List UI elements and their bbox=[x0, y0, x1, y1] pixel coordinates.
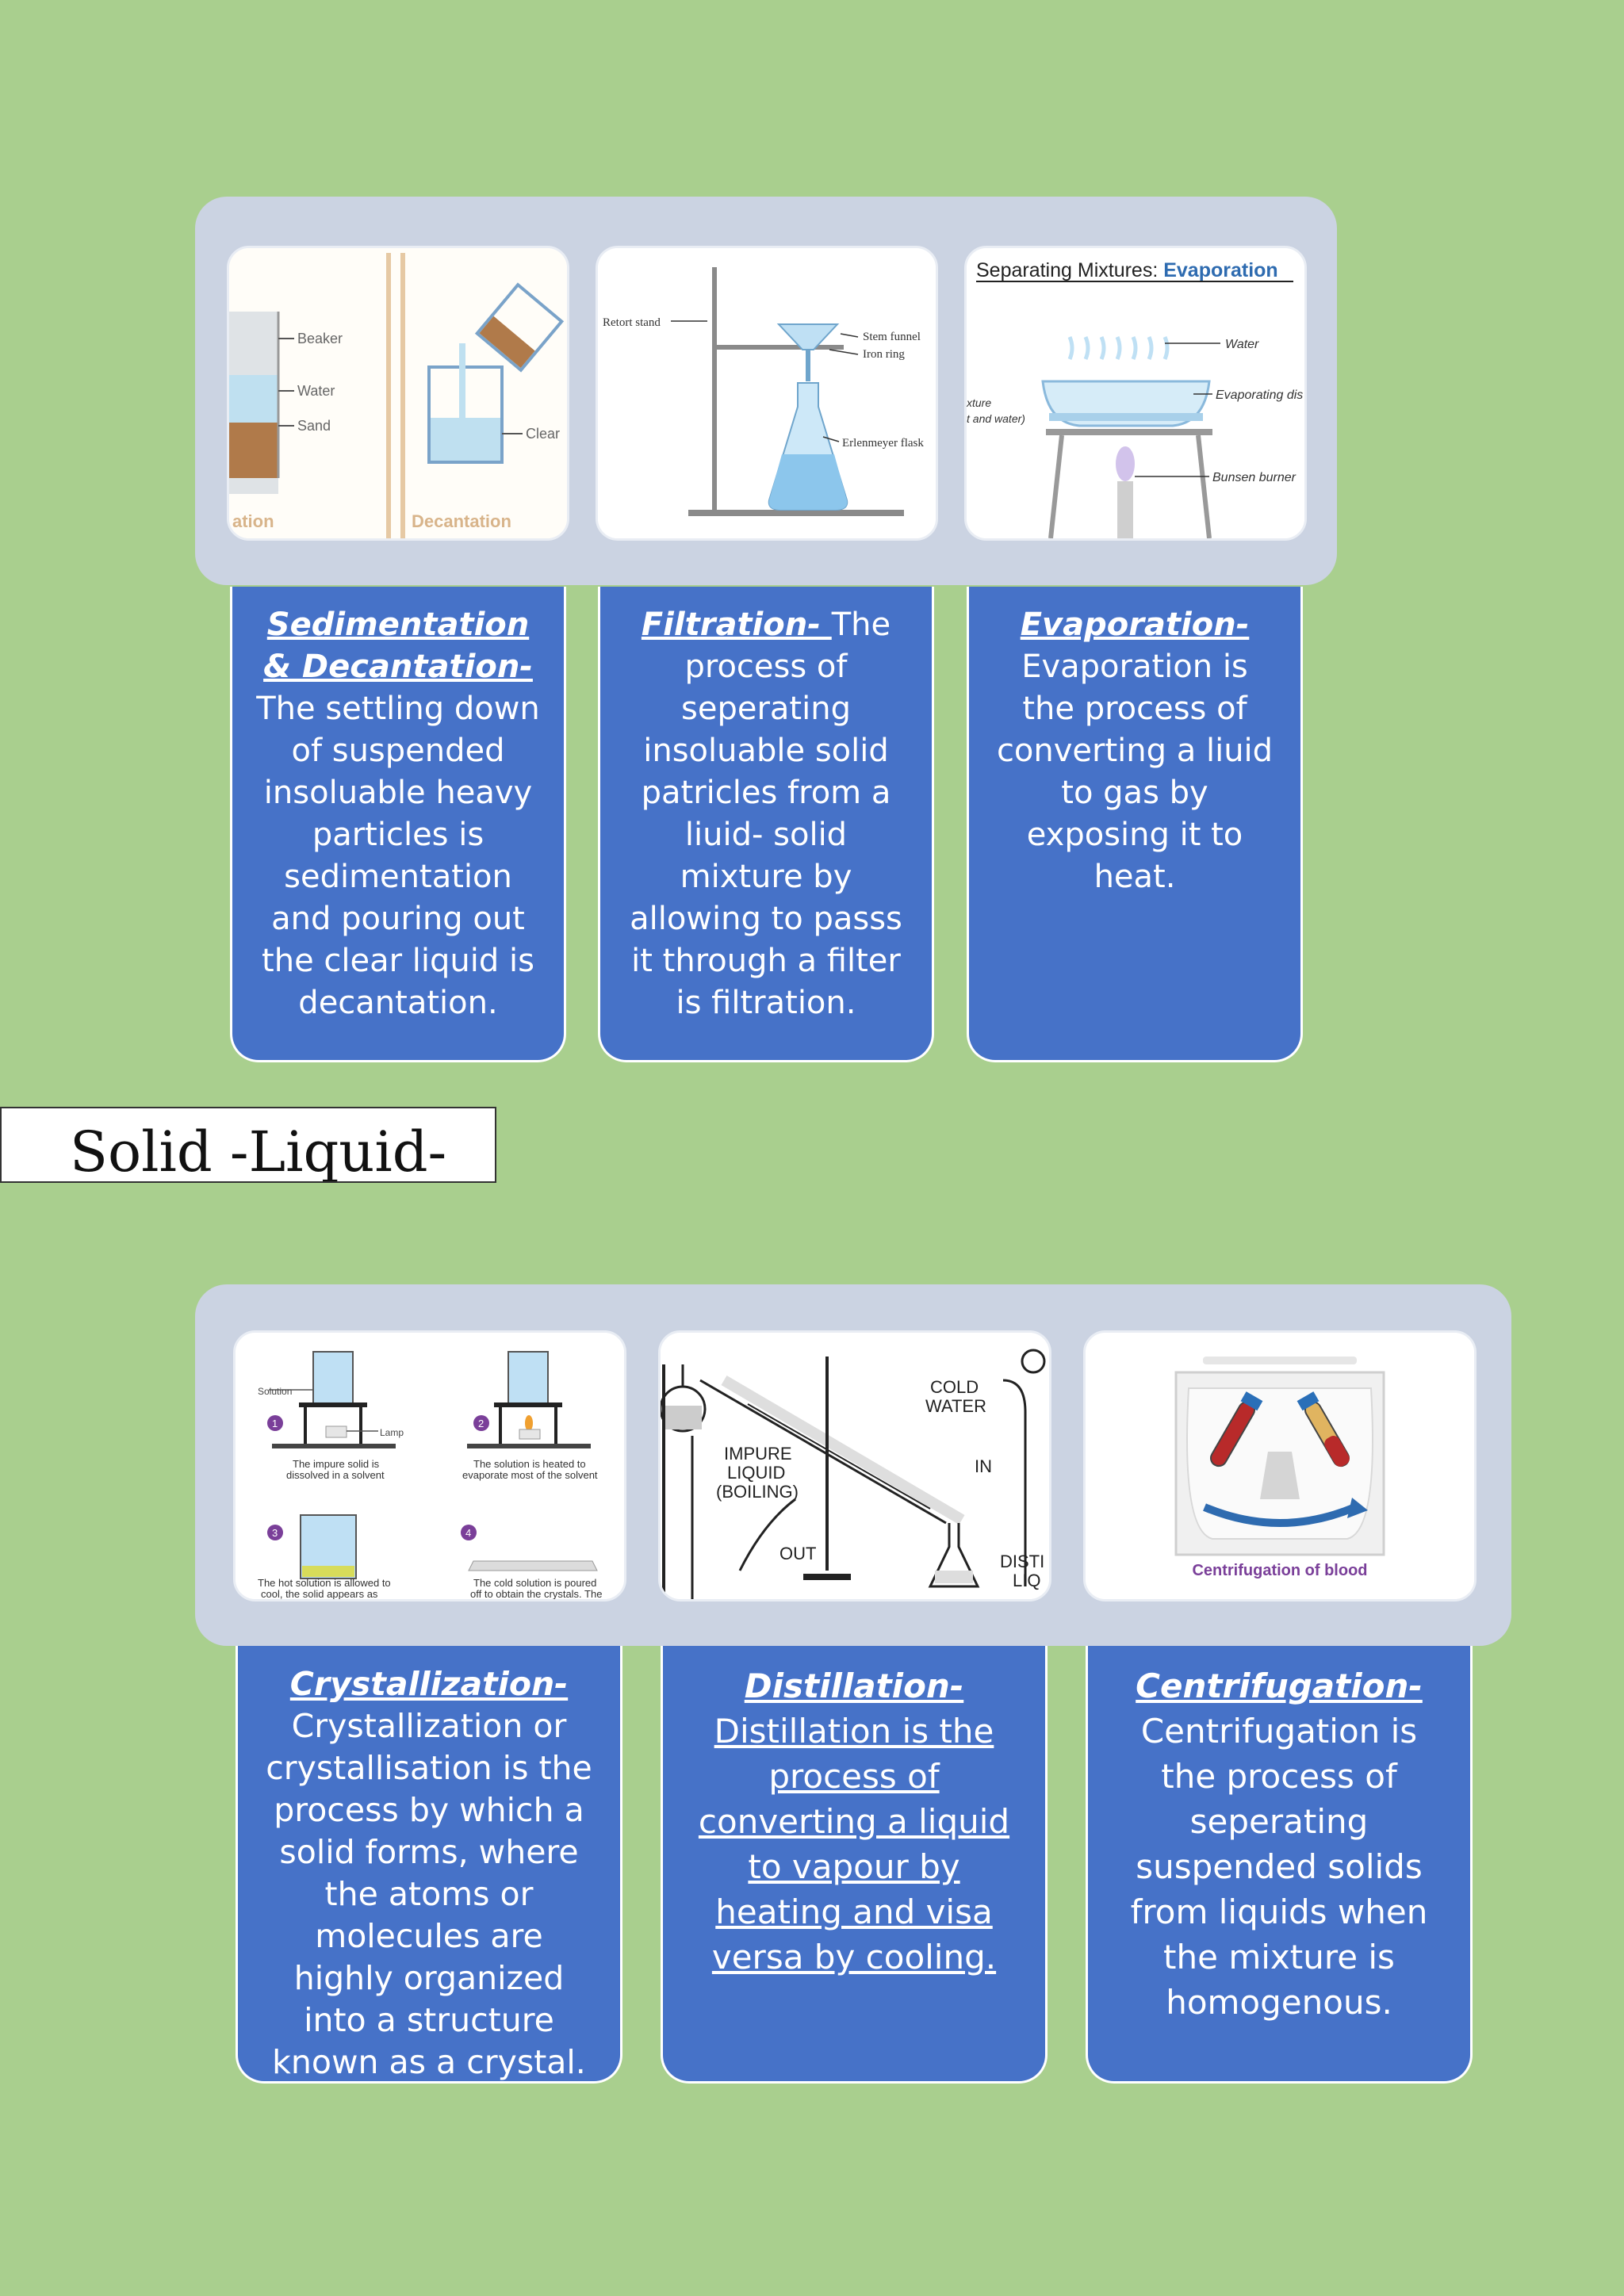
erlenmeyer-flask-label: Erlenmeyer flask bbox=[842, 437, 924, 450]
filtration-card: Filtration- The process of seperating in… bbox=[598, 587, 934, 1062]
centrifugation-diagram: Centrifugation of blood bbox=[1086, 1333, 1474, 1599]
bunsen-burner-label: Bunsen burner bbox=[1212, 471, 1297, 484]
evaporation-image-title: Separating Mixtures: Evaporation bbox=[976, 259, 1278, 281]
stem-funnel-label: Stem funnel bbox=[863, 331, 921, 343]
evaporation-term: Evaporation- bbox=[1020, 607, 1250, 643]
crystallization-card: Crystallization- Crystallization or crys… bbox=[236, 1646, 622, 2084]
decantation-caption: Decantation bbox=[412, 511, 511, 531]
distillate-label-1: DISTI bbox=[1000, 1552, 1044, 1571]
filtration-diagram: Retort stand Stem funnel Iron ring Erlen… bbox=[598, 248, 936, 538]
step-1-badge: 1 bbox=[272, 1418, 278, 1429]
sedimentation-decantation-image: Beaker Water Sand Clear ation Decantatio… bbox=[227, 246, 569, 541]
evaporating-dish-label: Evaporating dis bbox=[1216, 388, 1303, 402]
step-2-caption-b: evaporate most of the solvent bbox=[462, 1469, 598, 1481]
beaker-label: Beaker bbox=[297, 331, 343, 346]
impure-liquid-label-2: LIQUID bbox=[727, 1463, 785, 1483]
filtration-description: The process of seperating insoluable sol… bbox=[630, 607, 902, 1021]
distillate-label-2: LIQ bbox=[1013, 1571, 1040, 1590]
left-caption: ation bbox=[232, 511, 274, 531]
step-3-caption-a: The hot solution is allowed to bbox=[258, 1577, 391, 1589]
retort-stand-label: Retort stand bbox=[603, 316, 661, 329]
sand-label: Sand bbox=[297, 418, 331, 434]
step-4-badge: 4 bbox=[465, 1527, 471, 1539]
cold-water-label-1: COLD bbox=[930, 1377, 979, 1397]
distillation-card: Distillation- Distillation is the proces… bbox=[661, 1646, 1048, 2084]
evaporation-card: Evaporation- Evaporation is the process … bbox=[967, 587, 1303, 1062]
sedimentation-diagram: Beaker Water Sand Clear ation Decantatio… bbox=[229, 248, 567, 538]
step-3-caption-b: cool, the solid appears as bbox=[261, 1588, 378, 1599]
step-1-caption-a: The impure solid is bbox=[293, 1458, 380, 1470]
water-label: Water bbox=[1225, 338, 1259, 351]
step-4-caption-a: The cold solution is poured bbox=[473, 1577, 596, 1589]
mixture-label: xture bbox=[967, 396, 991, 409]
cold-water-label-2: WATER bbox=[925, 1396, 986, 1416]
centrifugation-caption: Centrifugation of blood bbox=[1192, 1562, 1367, 1579]
evaporation-diagram: Separating Mixtures: Evaporation Water E… bbox=[967, 248, 1304, 538]
water-label: Water bbox=[297, 383, 335, 399]
evaporation-description: Evaporation is the process of converting… bbox=[996, 649, 1274, 895]
distillation-image: COLD WATER IMPURE LIQUID (BOILING) IN OU… bbox=[658, 1330, 1051, 1601]
centrifugation-term: Centrifugation- bbox=[1136, 1667, 1423, 1705]
distillation-diagram: COLD WATER IMPURE LIQUID (BOILING) IN OU… bbox=[661, 1333, 1049, 1599]
clear-label: Clear bbox=[526, 426, 560, 442]
crystallization-image: Solution Lamp 1 The impure solid is diss… bbox=[233, 1330, 626, 1601]
impure-liquid-label-1: IMPURE bbox=[724, 1444, 792, 1464]
centrifugation-image: Centrifugation of blood bbox=[1083, 1330, 1477, 1601]
solution-label: Solution bbox=[258, 1386, 292, 1397]
sedimentation-description: The settling down of suspended insoluabl… bbox=[256, 691, 540, 1021]
crystallization-term: Crystallization- bbox=[289, 1665, 569, 1703]
lamp-label: Lamp bbox=[380, 1427, 404, 1438]
step-4-caption-b: off to obtain the crystals. The bbox=[470, 1588, 602, 1599]
evaporation-image: Separating Mixtures: Evaporation Water E… bbox=[964, 246, 1307, 541]
in-label: IN bbox=[975, 1456, 992, 1476]
mixture-sub-label: t and water) bbox=[967, 412, 1025, 425]
centrifugation-description: Centrifugation is the process of seperat… bbox=[1130, 1712, 1428, 2022]
distillation-term: Distillation- bbox=[744, 1667, 964, 1705]
sedimentation-card: Sedimentation & Decantation- The settlin… bbox=[230, 587, 566, 1062]
out-label: OUT bbox=[779, 1544, 816, 1563]
impure-liquid-label-3: (BOILING) bbox=[716, 1482, 799, 1502]
filtration-image: Retort stand Stem funnel Iron ring Erlen… bbox=[596, 246, 938, 541]
step-1-caption-b: dissolved in a solvent bbox=[286, 1469, 385, 1481]
distillation-description: Distillation is the process of convertin… bbox=[698, 1712, 1010, 1976]
step-2-badge: 2 bbox=[478, 1418, 484, 1429]
step-2-caption-a: The solution is heated to bbox=[473, 1458, 586, 1470]
iron-ring-label: Iron ring bbox=[863, 348, 905, 361]
centrifugation-card: Centrifugation- Centrifugation is the pr… bbox=[1086, 1646, 1473, 2084]
filtration-term: Filtration- bbox=[641, 607, 832, 643]
step-3-badge: 3 bbox=[272, 1527, 278, 1539]
sedimentation-term: Sedimentation & Decantation- bbox=[263, 607, 533, 685]
crystallization-diagram: Solution Lamp 1 The impure solid is diss… bbox=[236, 1333, 624, 1599]
crystallization-description: Crystallization or crystallisation is th… bbox=[266, 1707, 592, 2081]
section-heading: Solid -Liquid- bbox=[0, 1107, 496, 1183]
